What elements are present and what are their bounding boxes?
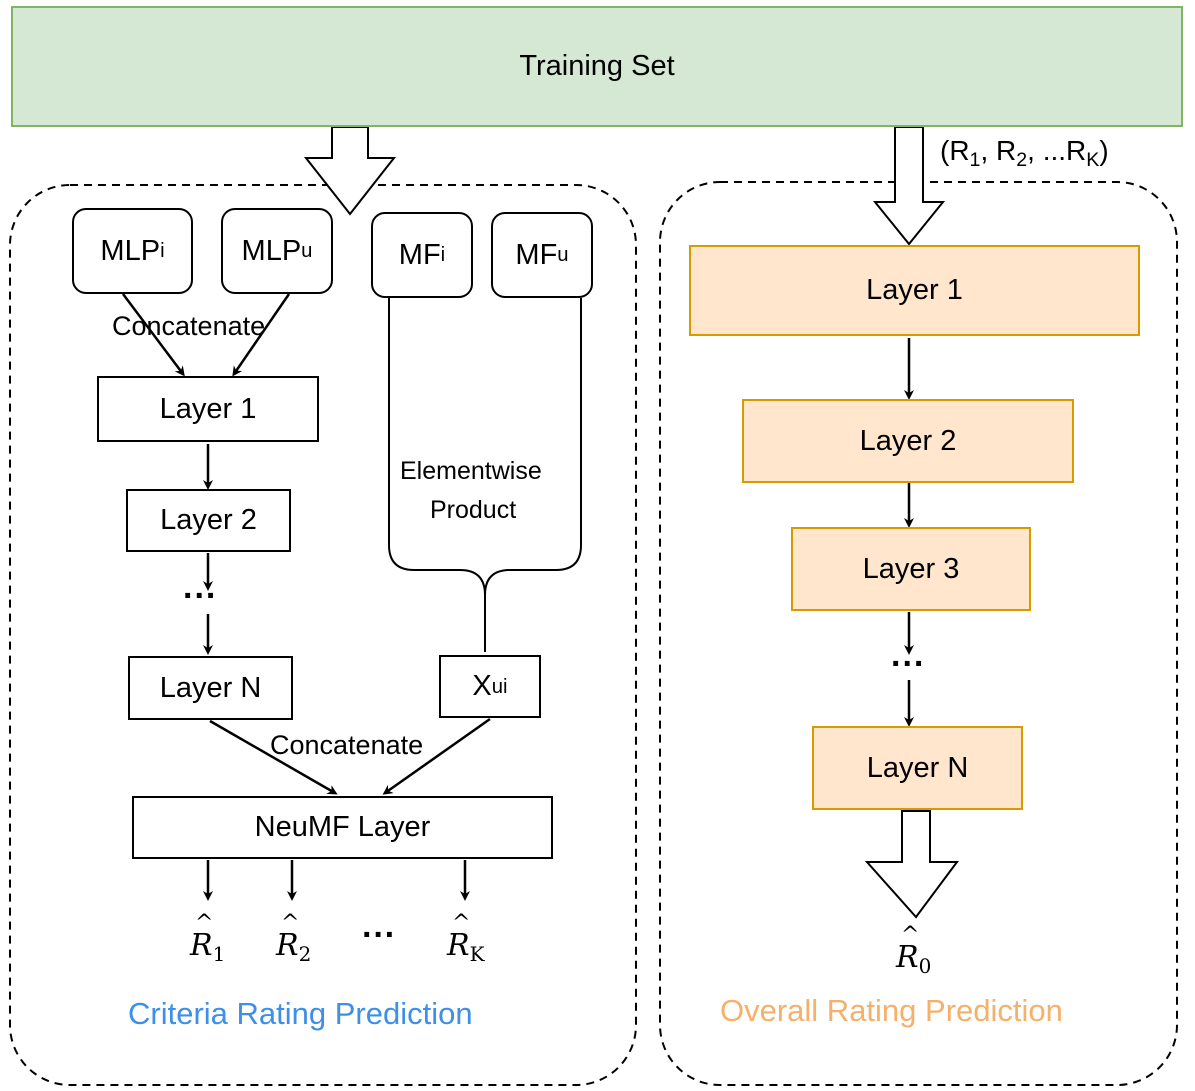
output-r0-sub: 0	[918, 954, 932, 978]
arrow-mlpi-layer1	[122, 293, 185, 377]
output-r0: R0	[896, 923, 932, 978]
left-layer-n: Layer N	[128, 656, 293, 720]
output-r1-base: R	[190, 911, 213, 963]
neumf-layer: NeuMF Layer	[132, 796, 553, 859]
output-r2: R2	[276, 911, 312, 966]
right-panel-caption: Overall Rating Prediction	[720, 993, 1063, 1028]
concatenate-top-label: Concatenate	[112, 311, 266, 341]
hollow-arrow-left	[303, 126, 397, 216]
output-rk: RK	[447, 911, 485, 966]
hollow-arrow-right	[872, 126, 946, 246]
hollow-arrow-output	[864, 810, 959, 919]
output-rk-sub: K	[469, 942, 485, 966]
x-ui-base: X	[472, 670, 492, 702]
output-r0-base: R	[896, 923, 919, 975]
elementwise-label-line1: Elementwise	[400, 457, 542, 485]
mf-u-base: MF	[515, 238, 558, 271]
output-r1-sub: 1	[212, 942, 226, 966]
right-layer-3: Layer 3	[791, 527, 1031, 611]
elementwise-bracket	[388, 298, 582, 652]
mf-i-base: MF	[398, 238, 441, 271]
arrow-xui-neumf	[382, 717, 491, 795]
left-panel-caption: Criteria Rating Prediction	[128, 996, 473, 1031]
output-r2-base: R	[276, 911, 299, 963]
left-layer-1: Layer 1	[97, 376, 319, 442]
tuple-suffix: )	[1099, 135, 1109, 166]
right-layer-n: Layer N	[812, 726, 1023, 810]
training-set-label: Training Set	[519, 50, 675, 82]
elementwise-label-line2: Product	[430, 496, 517, 524]
tuple-mid-2: , ...R	[1027, 135, 1087, 166]
output-rk-base: R	[447, 911, 470, 963]
tuple-mid-1: , R	[980, 135, 1017, 166]
right-ellipsis: ...	[891, 636, 926, 674]
output-r2-sub: 2	[298, 942, 312, 966]
left-ellipsis: ...	[183, 568, 218, 606]
arrow-ln-neumf	[209, 719, 338, 795]
arrow-mlpu-layer1	[232, 293, 291, 377]
tuple-prefix: (R	[940, 135, 970, 166]
tuple-sub-1: 1	[969, 148, 981, 171]
mlp-u-base: MLP	[241, 234, 302, 267]
tuple-sub-k: K	[1086, 148, 1100, 171]
output-r1: R1	[190, 911, 226, 966]
right-layer-1: Layer 1	[689, 245, 1140, 336]
left-panel-border	[9, 184, 637, 1086]
mlp-i-base: MLP	[100, 234, 161, 267]
ratings-tuple-label: (R1, R2, ...RK)	[940, 135, 1109, 170]
training-set-box: Training Set	[11, 6, 1183, 127]
outputs-ellipsis: ···	[362, 916, 396, 954]
right-layer-2: Layer 2	[742, 399, 1074, 483]
left-layer-2: Layer 2	[126, 489, 291, 552]
tuple-sub-2: 2	[1016, 148, 1028, 171]
concatenate-bottom-label: Concatenate	[270, 730, 424, 760]
